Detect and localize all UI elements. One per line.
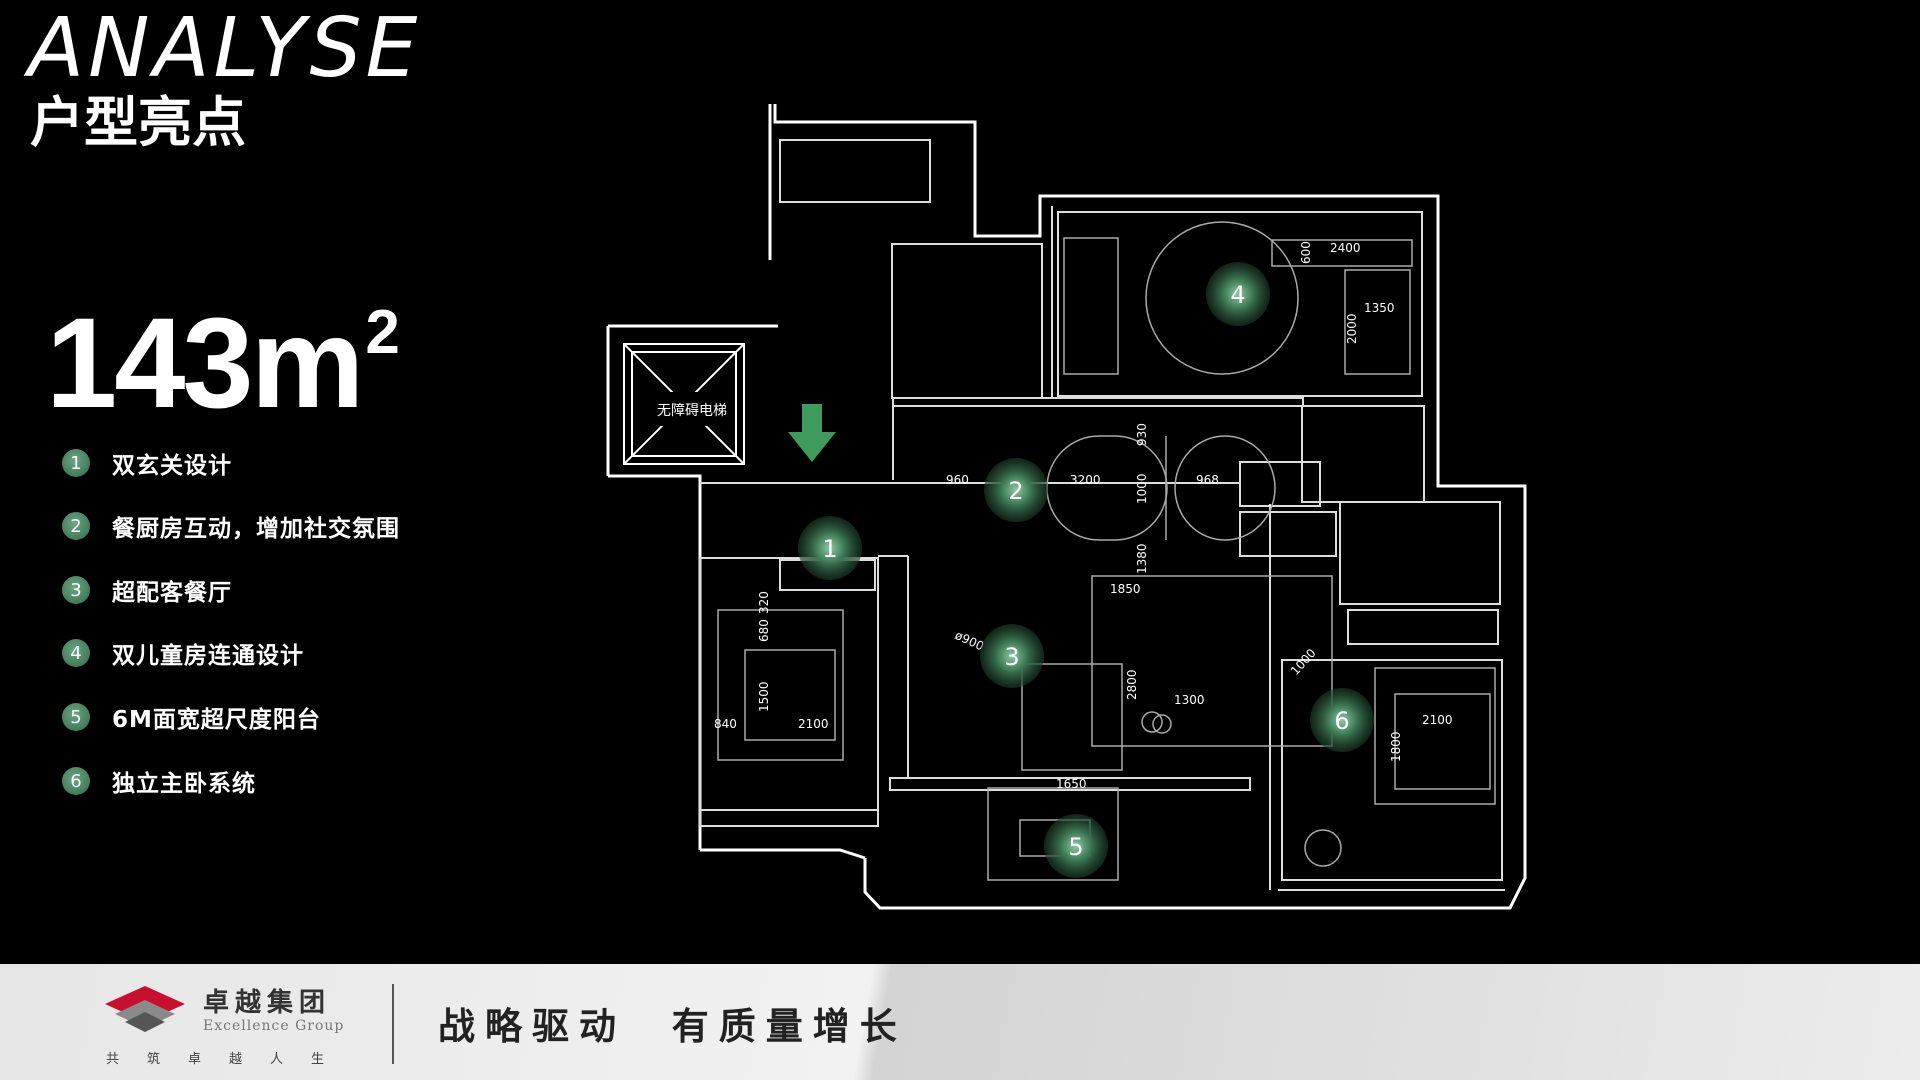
dim-2400: 2400 [1330,241,1361,255]
marker-6: 6 [1310,688,1374,752]
company-motto: 共筑卓越人生 [106,1052,353,1067]
dim-2100-left: 2100 [798,717,829,731]
feature-number-badge: 5 [62,703,90,731]
feature-number-badge: 3 [62,576,90,604]
marker-number: 6 [1334,707,1349,735]
feature-item: 4 双儿童房连通设计 [62,636,482,670]
dim-2100-right: 2100 [1422,713,1453,727]
title-chinese: 户型亮点 [30,91,246,154]
footer-slogan: 战略驱动 有质量增长 [438,1004,907,1048]
company-name-en: Excellence Group [203,1018,345,1034]
floor-plan: 无障碍电梯 960 3200 968 930 1000 1380 1850 28… [606,104,1527,910]
company-logo-icon [105,986,185,1032]
feature-item: 6 独立主卧系统 [62,764,482,798]
area-superscript: 2 [365,298,400,367]
elevator-label-bg [640,392,728,426]
dim-320: 320 [757,591,771,614]
feature-number-badge: 1 [62,449,90,477]
dim-1000-bedroom: 1000 [1288,646,1319,678]
feature-number-badge: 6 [62,767,90,795]
dim-1300: 1300 [1174,693,1205,707]
dim-968: 968 [1196,473,1219,487]
dim-3200: 3200 [1070,473,1101,487]
area-value: 143m2 [46,300,400,428]
dim-1800: 1800 [1389,731,1403,762]
elevator-label: 无障碍电梯 [657,403,727,419]
feature-item: 1 双玄关设计 [62,446,482,480]
dim-1380: 1380 [1135,543,1149,574]
footer-bar: 卓越集团 Excellence Group 共筑卓越人生 战略驱动 有质量增长 [0,964,1920,1080]
marker-3: 3 [980,624,1044,688]
dim-2800: 2800 [1125,669,1139,700]
dim-1350: 1350 [1364,301,1395,315]
inner-walls [699,139,1505,891]
feature-number-badge: 2 [62,512,90,540]
marker-4: 4 [1206,262,1270,326]
area-number: 143m [46,292,364,435]
marker-number: 2 [1008,477,1023,505]
marker-5: 5 [1044,814,1108,878]
feature-label: 双儿童房连通设计 [112,643,304,669]
dim-1650: 1650 [1056,777,1087,791]
dim-1850: 1850 [1110,582,1141,596]
feature-item: 2 餐厨房互动，增加社交氛围 [62,509,482,543]
feature-item: 5 6M面宽超尺度阳台 [62,700,482,734]
feature-label: 独立主卧系统 [112,771,256,797]
company-name-cn: 卓越集团 [203,988,332,1018]
feature-number-badge: 4 [62,639,90,667]
dim-2000: 2000 [1345,313,1359,344]
title-english: ANALYSE [28,1,422,96]
marker-number: 4 [1230,281,1245,309]
marker-number: 1 [822,535,837,563]
marker-number: 3 [1004,643,1019,671]
feature-label: 餐厨房互动，增加社交氛围 [112,516,400,542]
feature-label: 超配客餐厅 [112,580,232,606]
feature-label: 6M面宽超尺度阳台 [112,707,321,733]
footer-divider [392,984,394,1064]
dimension-labels: 960 3200 968 930 1000 1380 1850 2800 130… [714,241,1453,791]
furniture [717,221,1496,881]
dim-680: 680 [757,619,771,642]
feature-label: 双玄关设计 [112,453,232,479]
marker-2: 2 [984,458,1048,522]
dim-930: 930 [1135,423,1149,446]
dim-960: 960 [946,473,969,487]
feature-item: 3 超配客餐厅 [62,573,482,607]
marker-1: 1 [798,516,862,580]
entry-arrow-icon [788,404,836,462]
marker-number: 5 [1068,833,1083,861]
dim-600: 600 [1299,241,1313,264]
dim-1000: 1000 [1135,473,1149,504]
dim-1500: 1500 [757,681,771,712]
dim-840: 840 [714,717,737,731]
